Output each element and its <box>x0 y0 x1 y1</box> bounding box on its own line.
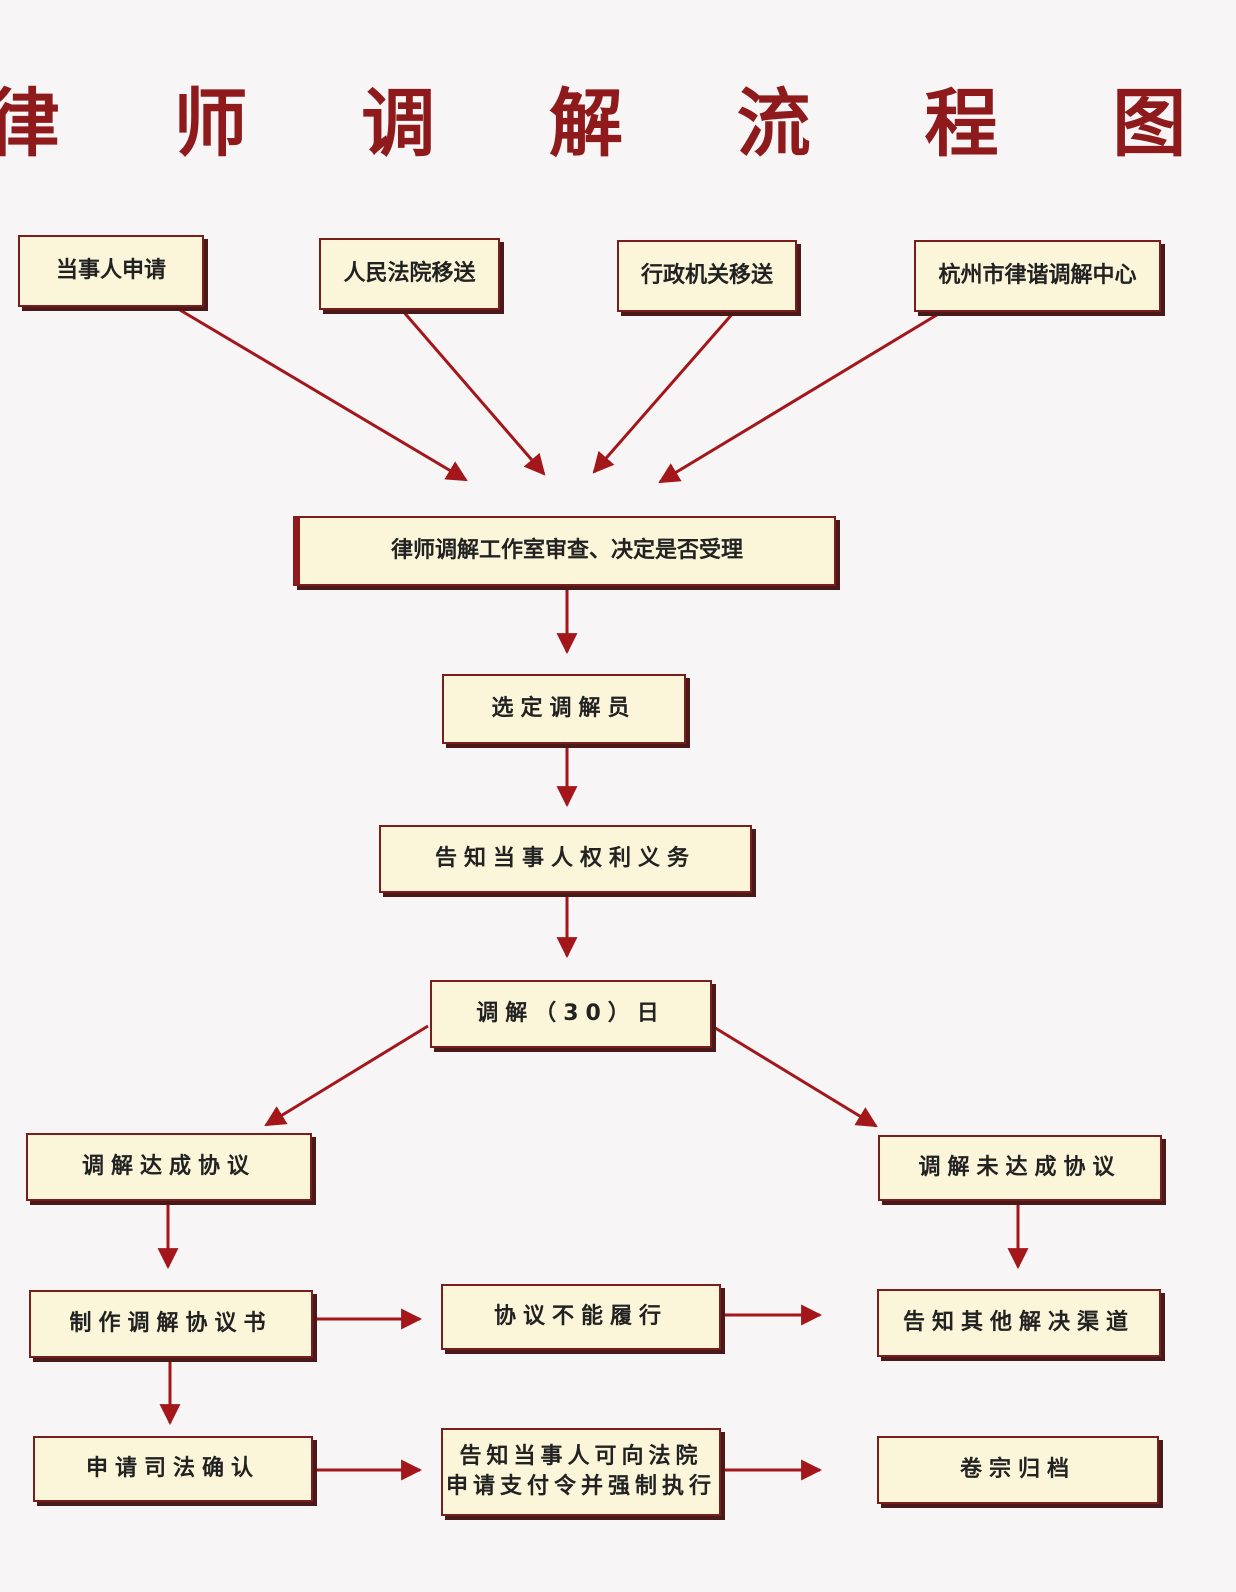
success-make-agreement: 制作调解协议书 <box>29 1290 313 1358</box>
middle-payment-order: 告知当事人可向法院 申请支付令并强制执行 <box>441 1428 721 1516</box>
page-title: 律 师 调 解 流 程 图 <box>0 81 1231 167</box>
step-mediate-label: 调解（30）日 <box>476 1001 666 1027</box>
source-party-label: 当事人申请 <box>55 258 166 284</box>
step-mediation-period: 调解（30）日 <box>430 980 712 1048</box>
arrow-center-to-review <box>658 311 941 484</box>
step-inform-rights: 告知当事人权利义务 <box>379 825 752 893</box>
success-reached-label: 调解达成协议 <box>81 1154 256 1180</box>
source-court-label: 人民法院移送 <box>343 261 476 287</box>
middle-payment-line2: 申请支付令并强制执行 <box>445 1474 716 1499</box>
source-admin-transfer: 行政机关移送 <box>617 240 797 312</box>
failure-not-reached-label: 调解未达成协议 <box>918 1155 1122 1181</box>
success-agreement-reached: 调解达成协议 <box>26 1133 312 1201</box>
success-make-label: 制作调解协议书 <box>69 1311 273 1337</box>
failure-archive-label: 卷宗归档 <box>959 1457 1076 1483</box>
arrow-court-to-review <box>400 309 546 476</box>
arrow-admin-to-review <box>592 311 736 474</box>
arrow-mediate-to-reached <box>264 1024 429 1127</box>
failure-not-reached: 调解未达成协议 <box>878 1135 1162 1201</box>
success-judicial-confirmation: 申请司法确认 <box>33 1436 313 1502</box>
step-review: 律师调解工作室审查、决定是否受理 <box>293 516 836 586</box>
step-select-label: 选定调解员 <box>491 696 637 722</box>
arrow-mediate-to-not-reached <box>711 1024 878 1128</box>
source-court-transfer: 人民法院移送 <box>319 238 500 310</box>
source-admin-label: 行政机关移送 <box>640 263 773 289</box>
source-party-application: 当事人申请 <box>18 235 204 307</box>
failure-archive: 卷宗归档 <box>877 1436 1159 1504</box>
source-center-label: 杭州市律谐调解中心 <box>938 263 1137 289</box>
step-review-label: 律师调解工作室审查、决定是否受理 <box>390 538 743 564</box>
source-mediation-center: 杭州市律谐调解中心 <box>914 240 1161 312</box>
middle-payment-line1: 告知当事人可向法院 <box>459 1444 703 1470</box>
failure-channels-label: 告知其他解决渠道 <box>902 1310 1135 1336</box>
middle-cannot-label: 协议不能履行 <box>493 1304 668 1330</box>
success-judicial-label: 申请司法确认 <box>85 1456 260 1482</box>
arrow-party-to-review <box>179 308 468 482</box>
middle-cannot-perform: 协议不能履行 <box>441 1284 721 1350</box>
failure-other-channels: 告知其他解决渠道 <box>877 1289 1161 1357</box>
step-inform-label: 告知当事人权利义务 <box>434 846 696 872</box>
step-select-mediator: 选定调解员 <box>442 674 686 744</box>
